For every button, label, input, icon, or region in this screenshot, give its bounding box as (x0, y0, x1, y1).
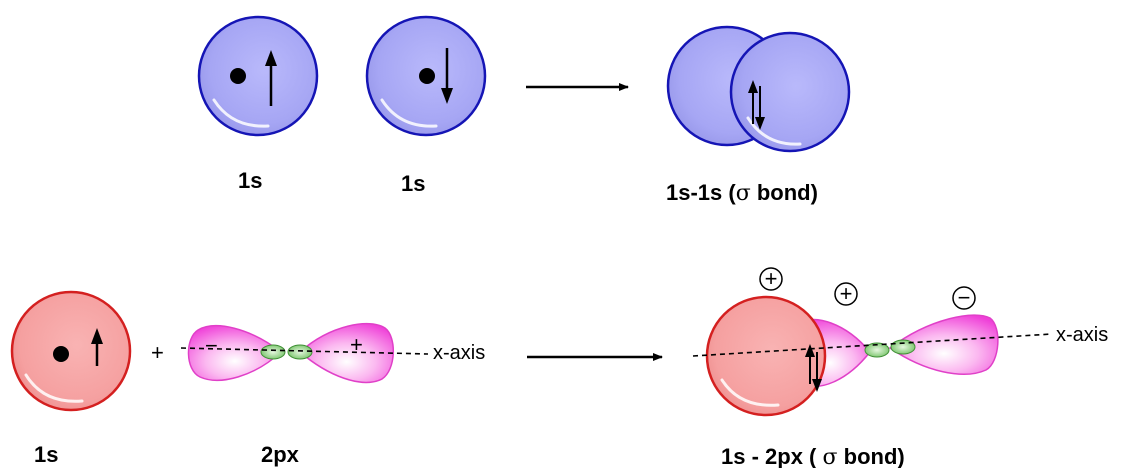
lobe-sign-plus: + (350, 332, 363, 357)
sigma-bond-1s-1s (666, 25, 851, 153)
svg-text:+: + (765, 266, 778, 291)
spin-down-arrow (441, 48, 453, 104)
svg-text:+: + (840, 281, 853, 306)
lobe-sign-minus: − (205, 333, 218, 358)
sigma-bond-1s-2px (705, 295, 999, 417)
p-orbital-node (260, 344, 313, 360)
s-orbital-1s-b (365, 15, 487, 137)
p-orbital-2px (187, 322, 395, 384)
phase-sign-lobe-left: + (834, 281, 858, 306)
label-1s-red: 1s (34, 442, 58, 467)
paired-spin-arrows (805, 344, 822, 392)
phase-sign-lobe-right: − (952, 285, 976, 310)
s-orbital-1s-red (10, 290, 132, 412)
label-1s-a: 1s (238, 168, 262, 193)
phase-sign-s: + (759, 266, 783, 291)
s-orbital-1s-a (197, 15, 319, 137)
electron-dot (53, 346, 69, 362)
x-axis-label-left: x-axis (433, 342, 485, 364)
paired-spin-arrows (748, 80, 765, 130)
x-axis-label-right: x-axis (1056, 324, 1108, 346)
electron-dot (230, 68, 246, 84)
electron-dot (419, 68, 435, 84)
label-1s-1s-sigma-bond: 1s-1s (σ bond) (666, 180, 818, 206)
spin-up-arrow (265, 50, 277, 106)
x-axis-line-right (692, 333, 1053, 357)
plus-sign-left: + (151, 340, 164, 365)
label-1s-b: 1s (401, 171, 425, 196)
svg-text:−: − (958, 285, 971, 310)
label-1s-2px-sigma-bond: 1s - 2px ( σ bond) (721, 444, 905, 468)
spin-up-arrow (91, 328, 103, 366)
label-2px: 2px (261, 442, 300, 467)
